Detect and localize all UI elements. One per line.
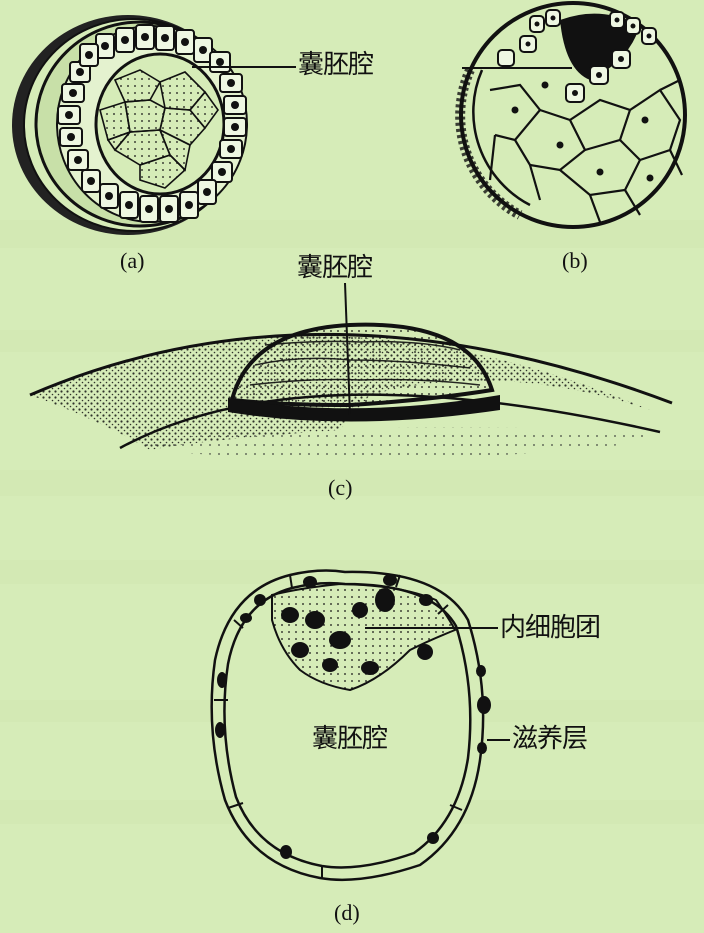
- label-trophoblast: 滋养层: [512, 724, 588, 754]
- label-blastocoel-ab: 囊胚腔: [298, 50, 374, 80]
- caption-c: (c): [328, 475, 353, 500]
- panel-d-blastocyst: [210, 569, 510, 882]
- label-inner-cell-mass: 内细胞团: [500, 613, 601, 643]
- label-blastocoel-c: 囊胚腔: [297, 253, 373, 283]
- caption-b: (b): [562, 248, 588, 273]
- label-blastocoel-d: 囊胚腔: [312, 724, 388, 754]
- panel-b-blastula: [455, 1, 687, 229]
- caption-d: (d): [334, 900, 360, 925]
- panel-a-blastula: [12, 15, 296, 235]
- panel-c-blastoderm: [29, 282, 673, 459]
- leader-line-c: [344, 282, 351, 416]
- caption-a: (a): [120, 248, 145, 273]
